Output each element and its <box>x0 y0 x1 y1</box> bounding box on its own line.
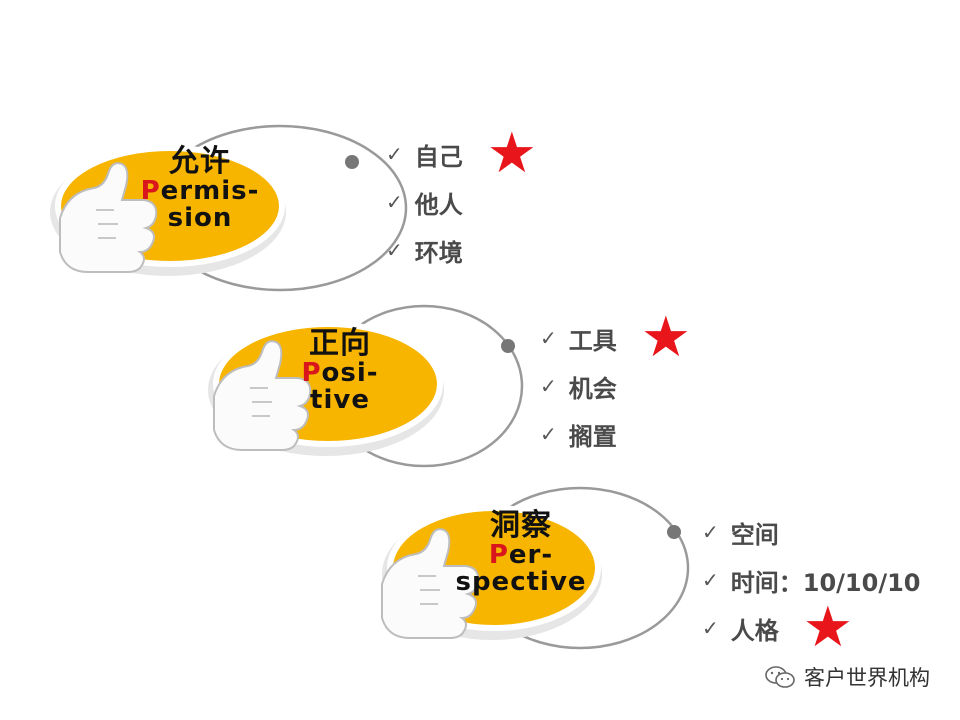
list-item: ✓时间：10/10/10 <box>702 568 921 597</box>
list-item: ✓搁置 <box>540 422 617 451</box>
badge-graphic-2 <box>208 304 524 468</box>
list-item: ✓机会 <box>540 374 617 403</box>
badge-label-2: 正向 Posi- tive <box>280 328 400 414</box>
list-item: ✓环境 <box>386 238 463 267</box>
badge-label-1: 允许 Permis- sion <box>130 146 270 232</box>
badge-cn-title: 允许 <box>169 144 231 179</box>
check-icon: ✓ <box>702 616 719 640</box>
connector-dot-3 <box>667 525 681 539</box>
badge-en-title-line2: sion <box>167 202 233 233</box>
watermark-text: 客户世界机构 <box>804 666 930 690</box>
star-icon: ★ <box>486 121 537 186</box>
connector-dot-2 <box>501 339 515 353</box>
badge-en-title-line2: spective <box>455 566 587 597</box>
item-list-2: ✓工具★ ✓机会 ✓搁置 <box>540 305 691 458</box>
star-icon: ★ <box>640 305 691 370</box>
check-icon: ✓ <box>386 238 403 262</box>
thumbs-up-icon-3 <box>381 528 480 639</box>
list-item: ✓自己★ <box>386 121 537 186</box>
watermark: 客户世界机构 <box>764 662 930 692</box>
badge-en-title: Posi- <box>301 357 379 388</box>
check-icon: ✓ <box>540 326 557 350</box>
connector-dot-1 <box>345 155 359 169</box>
list-item: ✓工具★ <box>540 305 691 370</box>
group-perspective: 洞察 Per- spective ✓空间 ✓时间：10/10/10 ✓人格★ <box>368 484 948 664</box>
badge-en-title-line2: tive <box>310 384 370 415</box>
wechat-icon <box>765 666 795 688</box>
check-icon: ✓ <box>702 568 719 592</box>
list-item: ✓他人 <box>386 190 463 219</box>
list-item: ✓空间 <box>702 520 779 549</box>
group-permission: 允许 Permis- sion ✓自己★ ✓他人 ✓环境 <box>40 118 560 298</box>
badge-label-3: 洞察 Per- spective <box>446 510 596 596</box>
badge-cn-title: 正向 <box>309 326 371 361</box>
check-icon: ✓ <box>702 520 719 544</box>
check-icon: ✓ <box>540 374 557 398</box>
badge-cn-title: 洞察 <box>490 508 552 543</box>
thumbs-up-icon-2 <box>213 340 312 451</box>
star-icon: ★ <box>802 595 853 660</box>
badge-graphic-3 <box>381 486 690 650</box>
badge-en-title: Per- <box>488 539 554 570</box>
check-icon: ✓ <box>386 190 403 214</box>
group-positive: 正向 Posi- tive ✓工具★ ✓机会 ✓搁置 <box>196 298 736 478</box>
badge-en-title: Permis- <box>140 175 260 206</box>
thumbs-up-icon-1 <box>59 162 158 273</box>
list-item: ✓人格★ <box>702 595 853 660</box>
item-list-3: ✓空间 ✓时间：10/10/10 ✓人格★ <box>702 508 921 660</box>
item-list-1: ✓自己★ ✓他人 ✓环境 <box>386 121 537 274</box>
badge-graphic-1 <box>50 124 408 292</box>
check-icon: ✓ <box>540 422 557 446</box>
check-icon: ✓ <box>386 142 403 166</box>
